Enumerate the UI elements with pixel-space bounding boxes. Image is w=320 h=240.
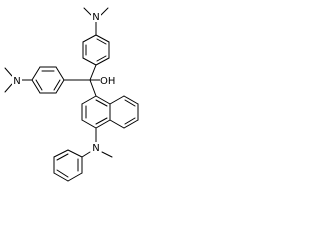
left-ring-bond-6	[31, 79, 41, 94]
naph-a-double-3	[95, 117, 108, 125]
n-methyl-anilino-group	[81, 127, 113, 158]
oh-knockout	[100, 74, 118, 85]
atom-label-n-left: N	[13, 76, 20, 87]
naph-b-bond-1	[109, 95, 125, 105]
top-ring-bond-1	[95, 34, 110, 43]
ph-bond-4	[53, 172, 69, 182]
n-to-methyl-bond	[101, 151, 113, 158]
top-dimethylamino-group	[83, 7, 109, 36]
n-left-knockout	[12, 75, 22, 86]
naph-b-double-2	[124, 117, 136, 125]
naphthalene-right-ring	[109, 95, 139, 129]
top-ring-bond-3	[95, 57, 110, 66]
left-ring-bond-3	[55, 66, 65, 81]
ph-bond-5	[67, 172, 83, 182]
left-ring-double-3	[35, 79, 43, 91]
n-bottom-knockout	[91, 142, 101, 153]
atom-label-oh: OH	[100, 76, 115, 87]
ph-bond-1	[67, 149, 83, 158]
left-n-methyl-down-bond	[4, 83, 13, 93]
left-benzene-ring	[31, 66, 65, 94]
atom-labels: N N OH N	[12, 11, 118, 154]
naph-b-bond-2	[123, 95, 139, 105]
n-top-knockout	[91, 11, 101, 22]
chemical-structure-diagram: N N OH N	[4, 7, 139, 182]
naph-a-bond-6	[95, 95, 111, 105]
naph-b-bond-4	[123, 119, 139, 129]
naph-a-bond-4	[95, 119, 111, 129]
left-ring-bond-4	[55, 79, 65, 94]
top-benzene-ring	[82, 34, 110, 66]
left-dimethylamino-group	[4, 67, 33, 93]
n-to-phenyl-bond	[81, 151, 91, 158]
central-to-top-ring-bond	[89, 64, 97, 81]
atom-label-n-bottom: N	[92, 143, 99, 154]
central-to-naphthyl-bond	[89, 79, 97, 97]
naph-b-double-1	[124, 99, 136, 107]
central-carbon-bonds	[63, 64, 101, 97]
top-ring-double-1	[96, 38, 107, 45]
top-n-methyl-right-bond	[100, 7, 109, 16]
naphthalene-left-ring	[81, 95, 111, 129]
ph-double-2	[56, 169, 69, 178]
top-ring-bond-4	[82, 57, 97, 66]
naph-a-double-1	[95, 99, 108, 107]
naph-a-bond-1	[81, 95, 97, 105]
ph-double-1	[56, 153, 69, 161]
naph-a-bond-3	[81, 119, 97, 129]
ph-bond-2	[53, 149, 69, 158]
atom-label-n-top: N	[92, 12, 99, 23]
top-ring-bond-6	[82, 34, 97, 43]
left-ring-bond-1	[31, 66, 41, 81]
top-n-methyl-left-bond	[83, 7, 92, 16]
left-ring-double-2	[53, 79, 61, 91]
bottom-phenyl-ring	[53, 149, 83, 182]
left-n-methyl-up-bond	[4, 67, 13, 77]
top-ring-double-2	[96, 55, 107, 62]
naph-b-bond-5	[109, 119, 125, 129]
